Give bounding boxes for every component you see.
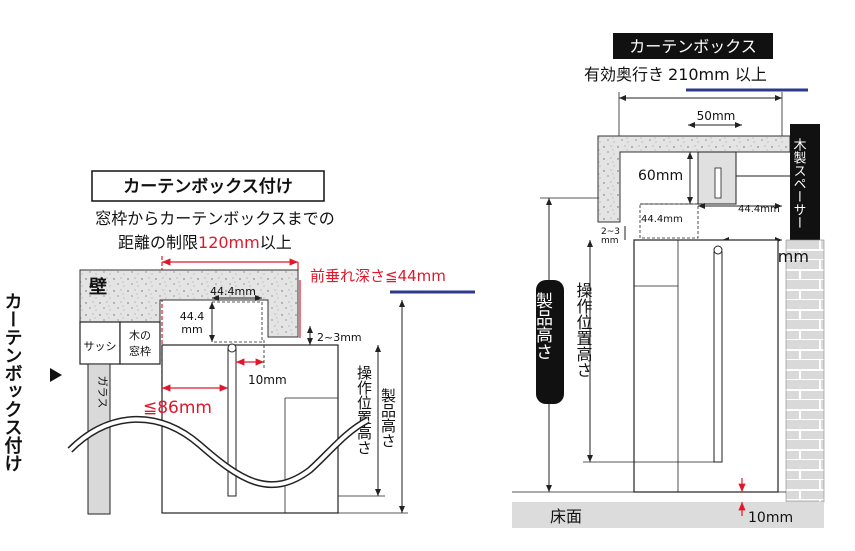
right-blind-body — [633, 239, 779, 493]
right-spacer-label: 木製スペーサー — [791, 138, 807, 229]
right-wand — [713, 251, 723, 463]
left-2-3: 2~3mm — [317, 331, 362, 344]
right-444-b: 44.4mm — [738, 204, 780, 215]
left-wand-knob — [227, 343, 237, 353]
right-title-box — [613, 33, 773, 59]
left-diagram: カーテンボックス付け 窓枠からカーテンボックスまでの 距離の制限120mm以上 … — [2, 170, 475, 515]
left-note-line1: 窓枠からカーテンボックスまでの — [95, 209, 335, 228]
right-bracket-screw — [714, 167, 722, 199]
right-bracket-dashed — [639, 203, 699, 239]
left-10: 10mm — [248, 373, 287, 387]
left-wood-frame-label-1: 木の — [129, 329, 151, 342]
left-side-label: カーテンボックス付け — [2, 292, 23, 472]
right-title: カーテンボックス — [629, 37, 757, 56]
right-2-3-2: mm — [601, 236, 619, 246]
right-444-a: 44.4mm — [641, 214, 683, 225]
right-floor — [512, 502, 824, 528]
right-50: 50mm — [697, 109, 736, 123]
left-title-box — [91, 170, 325, 202]
left-note-line2: 距離の制限120mm以上 — [118, 233, 292, 252]
left-444-side-1: 44.4 — [180, 310, 205, 323]
left-wood-frame — [119, 321, 161, 365]
left-sash-label: サッシ — [84, 340, 117, 353]
left-blind-body — [161, 344, 339, 514]
left-sash — [79, 321, 121, 365]
left-side-arrow-icon — [50, 368, 62, 382]
left-fabric-curve-inner — [68, 417, 369, 487]
left-86: ≦86mm — [143, 398, 212, 418]
right-brick-wall — [785, 239, 825, 503]
right-op-height: 操作位置高さ — [574, 282, 593, 378]
right-floor-label: 床面 — [550, 507, 582, 526]
left-444-side-2: mm — [181, 323, 202, 336]
left-op-height: 操作位置高さ — [355, 365, 373, 455]
left-title: カーテンボックス付け — [123, 176, 293, 197]
right-wand-knob — [713, 245, 723, 255]
left-depth-label: 前垂れ深さ≦44mm — [310, 267, 446, 285]
left-bracket-outline — [211, 301, 263, 343]
left-444-top: 44.4mm — [210, 285, 256, 298]
right-product-height-box — [536, 280, 564, 404]
right-spacer — [790, 124, 820, 240]
right-2-3-1: 2~3 — [601, 227, 620, 237]
right-product-height: 製品高さ — [532, 292, 553, 360]
right-60: 60mm — [638, 168, 683, 184]
left-wood-frame-label-2: 窓枠 — [129, 344, 151, 358]
left-product-height: 製品高さ — [379, 388, 397, 448]
right-10: 10mm — [748, 510, 793, 526]
left-glass-label: ガラス — [96, 376, 109, 409]
left-wall-label: 壁 — [89, 276, 107, 298]
